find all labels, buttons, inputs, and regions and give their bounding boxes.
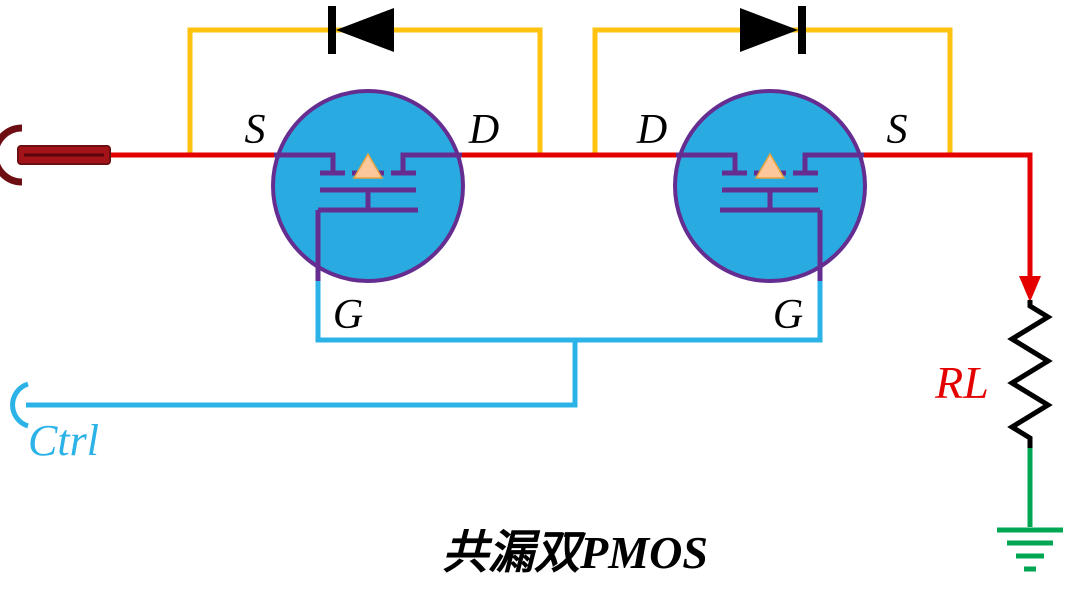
right-diode-cathode-bar — [798, 6, 806, 54]
input-plug-arc — [0, 124, 23, 186]
input-plug-icon — [0, 124, 111, 186]
left-gate-label: G — [333, 292, 363, 338]
right-gate-label: G — [773, 292, 803, 338]
left-pmos-transistor — [271, 89, 465, 283]
left-diode-triangle — [336, 8, 394, 52]
ctrl-plug-icon — [10, 381, 29, 429]
ctrl-label: Ctrl — [28, 416, 99, 465]
left-pmos-body — [271, 89, 465, 283]
output-wire — [863, 152, 1033, 282]
ground-icon — [997, 527, 1063, 572]
right-pmos-arrow-icon — [754, 152, 786, 179]
ctrl-wire — [26, 340, 578, 408]
current-arrow-icon — [1019, 276, 1041, 302]
left-pmos-source-lead — [274, 152, 336, 171]
right-drain-label: D — [636, 107, 667, 153]
load-resistor-label: RL — [934, 357, 989, 408]
right-pmos-transistor — [673, 89, 867, 283]
right-pmos-source-lead — [802, 152, 864, 171]
diagram-title: 共漏双PMOS — [442, 527, 708, 578]
left-body-diode-icon — [328, 6, 394, 54]
left-diode-cathode-bar — [328, 6, 336, 54]
left-source-label: S — [245, 107, 266, 153]
left-drain-label: D — [468, 107, 499, 153]
left-pmos-drain-lead — [400, 152, 462, 171]
right-source-label: S — [887, 107, 908, 153]
right-pmos-drain-lead — [676, 152, 738, 171]
right-pmos-body — [673, 89, 867, 283]
right-diode-triangle — [740, 8, 798, 52]
gate-bus-wire — [315, 279, 823, 343]
left-pmos-arrow-icon — [352, 152, 384, 179]
right-body-diode-icon — [740, 6, 806, 54]
load-resistor-icon — [1007, 300, 1053, 448]
